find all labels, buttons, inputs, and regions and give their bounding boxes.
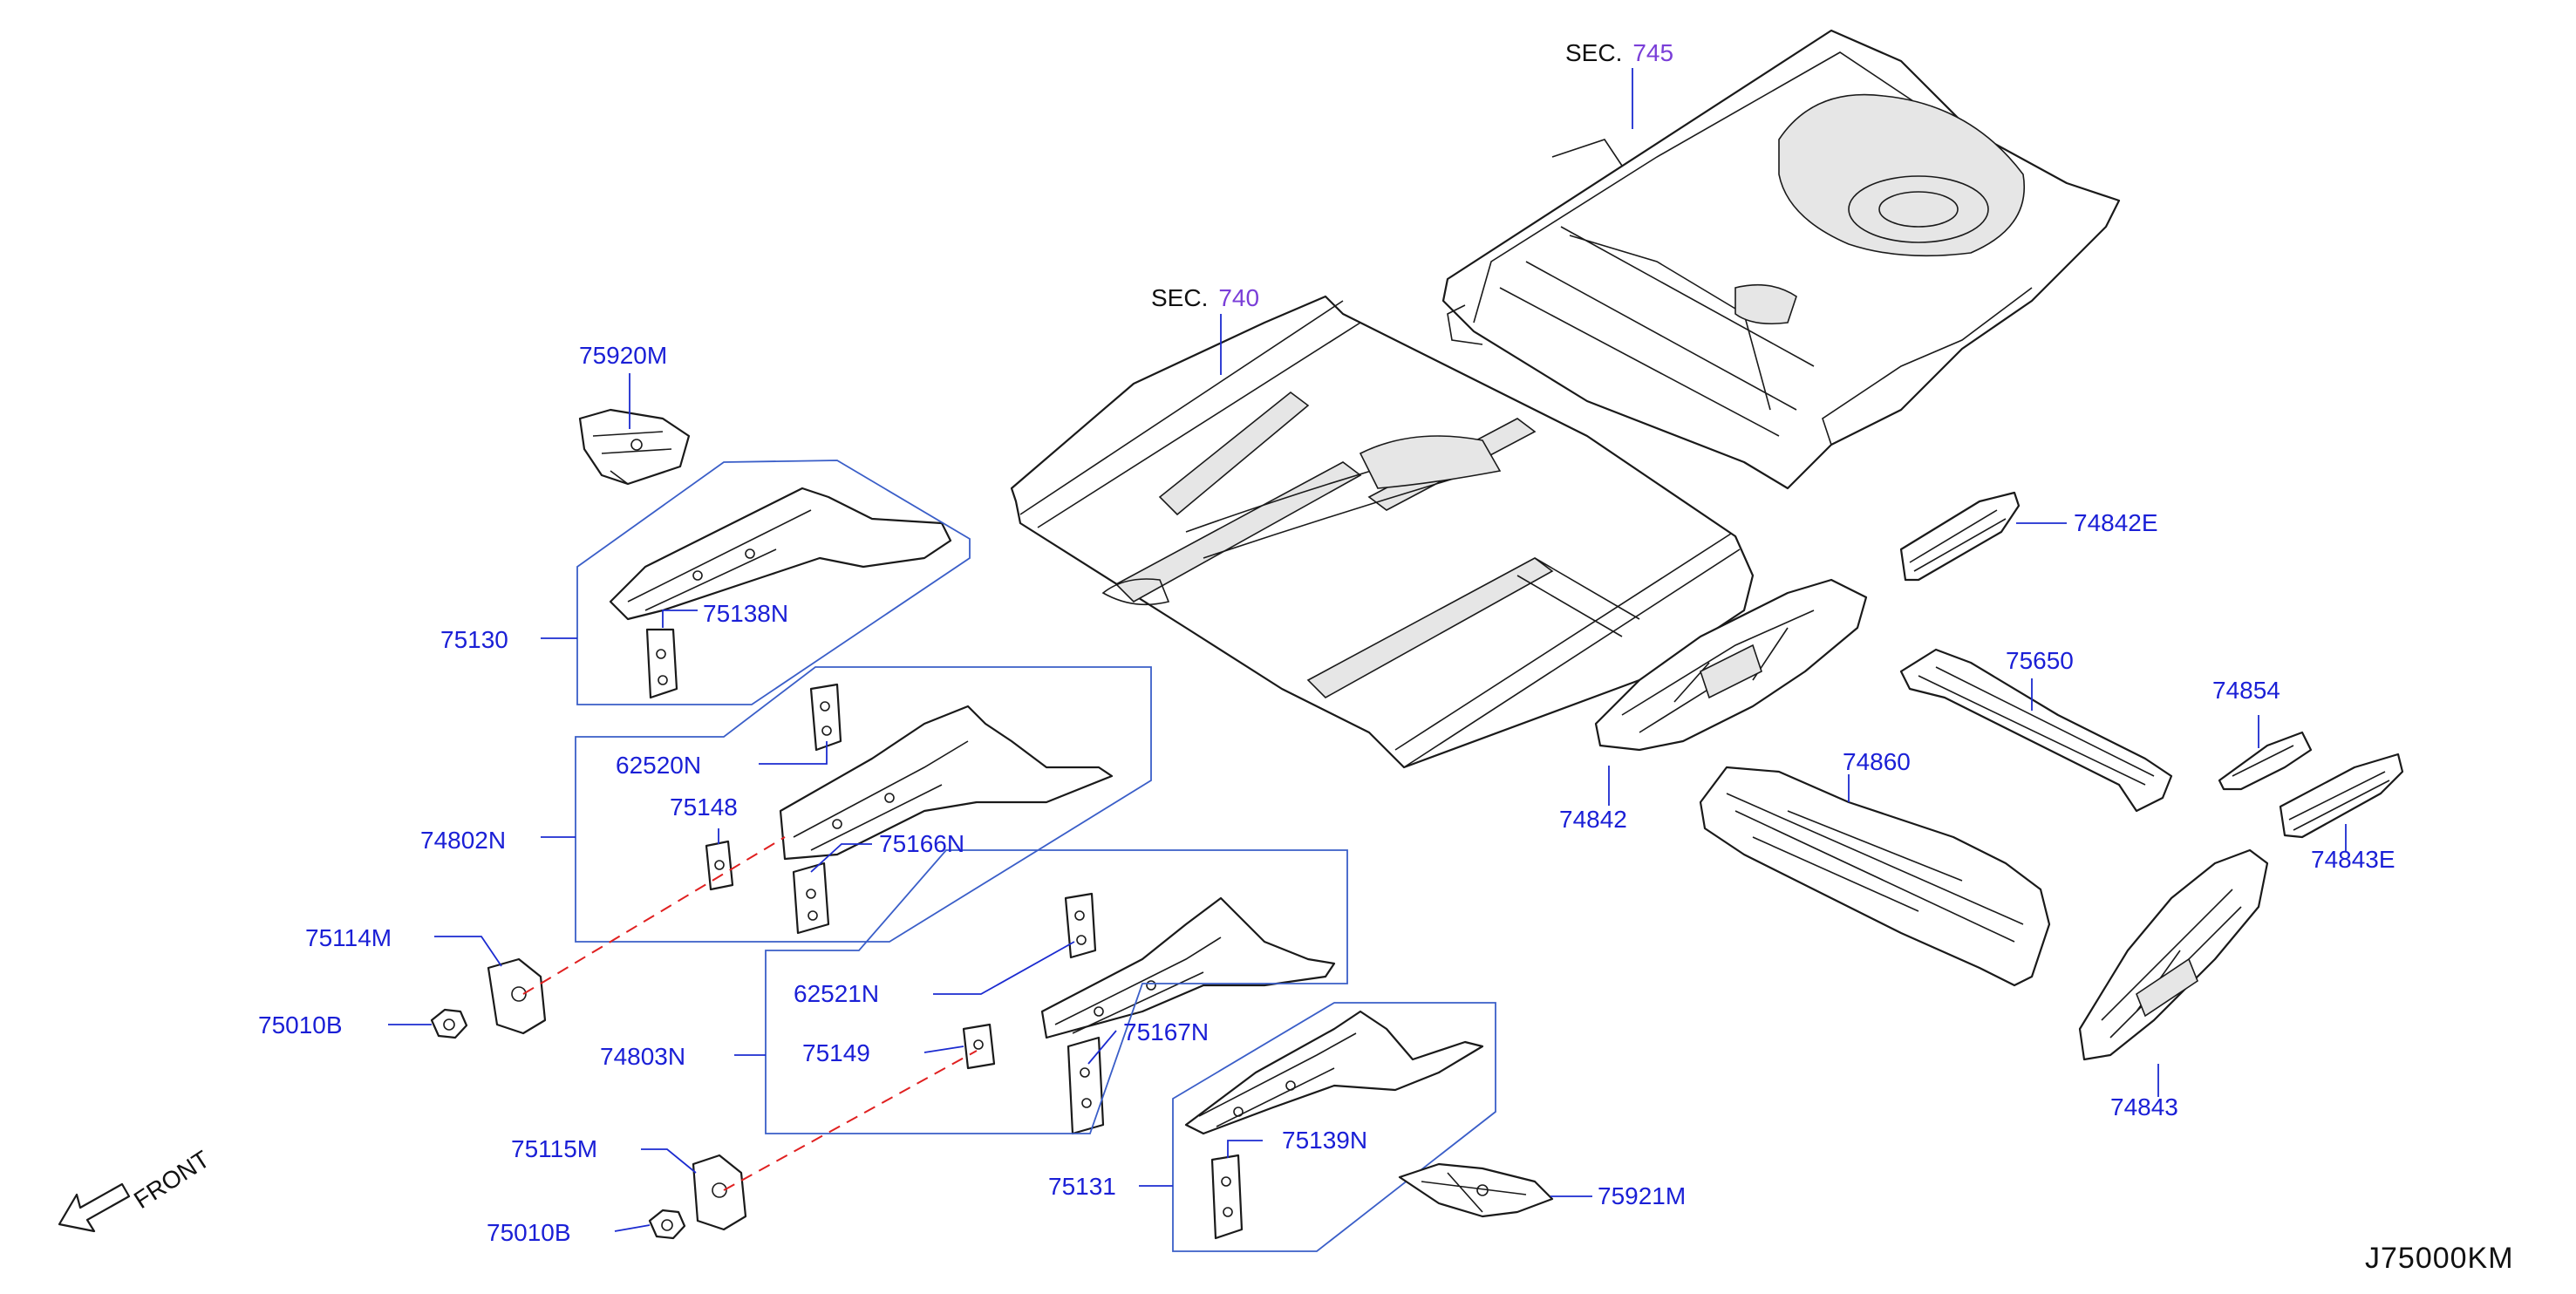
section-prefix: SEC. <box>1565 39 1623 66</box>
part-label-75167N[interactable]: 75167N <box>1123 1018 1210 1045</box>
part-75167N-bracket <box>1067 1036 1105 1135</box>
part-label-75010B-b[interactable]: 75010B <box>487 1219 571 1246</box>
part-74860-member <box>1699 766 2051 987</box>
assembly-line-a <box>522 836 786 995</box>
part-label-75131[interactable]: 75131 <box>1048 1173 1116 1200</box>
part-label-75148[interactable]: 75148 <box>670 793 738 821</box>
part-label-74843[interactable]: 74843 <box>2110 1093 2178 1120</box>
part-75650-member <box>1899 648 2173 813</box>
part-74843E-rail <box>2279 753 2404 839</box>
part-75114M-bracket <box>487 957 547 1035</box>
part-75130-rail <box>609 487 952 621</box>
part-75166N-bracket <box>792 862 830 935</box>
part-62520N-bracket <box>809 683 842 752</box>
section-number: 740 <box>1218 284 1260 311</box>
part-label-74854[interactable]: 74854 <box>2212 677 2280 704</box>
part-label-75139N[interactable]: 75139N <box>1282 1127 1368 1154</box>
part-label-75920M[interactable]: 75920M <box>579 342 668 369</box>
part-label-75130[interactable]: 75130 <box>440 626 508 653</box>
part-75131-rail <box>1184 1010 1484 1135</box>
part-label-75114M[interactable]: 75114M <box>305 924 392 951</box>
group-box-74803N <box>765 849 1348 1134</box>
front-floor-panel <box>1010 295 1755 769</box>
leader-lines <box>388 68 2347 1232</box>
part-label-75138N[interactable]: 75138N <box>703 600 789 627</box>
part-74802N-rail <box>779 705 1114 861</box>
part-75010B-nut-a <box>430 1008 468 1039</box>
part-label-74803N[interactable]: 74803N <box>600 1043 686 1070</box>
section-prefix: SEC. <box>1151 284 1209 311</box>
part-75920M <box>578 408 691 486</box>
assembly-line-b <box>723 1050 978 1191</box>
part-75921M <box>1398 1162 1554 1218</box>
part-75010B-nut-b <box>648 1209 686 1240</box>
section-ref-745[interactable]: SEC. 745 <box>1565 39 1673 67</box>
part-74842E-rail <box>1899 491 2021 582</box>
group-box-74802N <box>575 666 1152 943</box>
front-arrow-icon <box>58 1182 131 1233</box>
part-label-62520N[interactable]: 62520N <box>616 752 702 779</box>
part-75139N-bracket <box>1210 1154 1244 1240</box>
part-label-75149[interactable]: 75149 <box>802 1039 870 1066</box>
part-75115M-bracket <box>692 1154 747 1231</box>
group-box-75131 <box>1172 1002 1496 1252</box>
part-74842-member <box>1594 578 1868 752</box>
part-label-74843E[interactable]: 74843E <box>2311 846 2395 873</box>
section-number: 745 <box>1632 39 1674 66</box>
part-74854-bracket <box>2218 731 2313 791</box>
part-label-75650[interactable]: 75650 <box>2006 647 2074 674</box>
part-label-62521N[interactable]: 62521N <box>794 980 880 1007</box>
part-74843-member <box>2078 848 2269 1061</box>
part-label-74842[interactable]: 74842 <box>1559 806 1627 833</box>
part-75149-plate <box>962 1023 996 1070</box>
part-label-75166N[interactable]: 75166N <box>879 830 965 857</box>
part-75138N-bracket <box>645 628 678 699</box>
part-74803N-rail <box>1040 896 1336 1039</box>
part-label-74860[interactable]: 74860 <box>1843 748 1911 775</box>
part-62521N-bracket <box>1064 892 1097 959</box>
part-label-74802N[interactable]: 74802N <box>420 827 507 854</box>
part-label-75010B-a[interactable]: 75010B <box>258 1011 343 1039</box>
part-label-74842E[interactable]: 74842E <box>2074 509 2158 536</box>
part-label-75921M[interactable]: 75921M <box>1598 1182 1687 1209</box>
group-box-75130 <box>576 460 971 705</box>
rear-floor-panel <box>1441 29 2121 490</box>
section-ref-740[interactable]: SEC. 740 <box>1151 284 1259 312</box>
part-75148-plate <box>705 840 734 891</box>
part-label-75115M[interactable]: 75115M <box>511 1135 598 1162</box>
diagram-code: J75000KM <box>2365 1242 2514 1275</box>
